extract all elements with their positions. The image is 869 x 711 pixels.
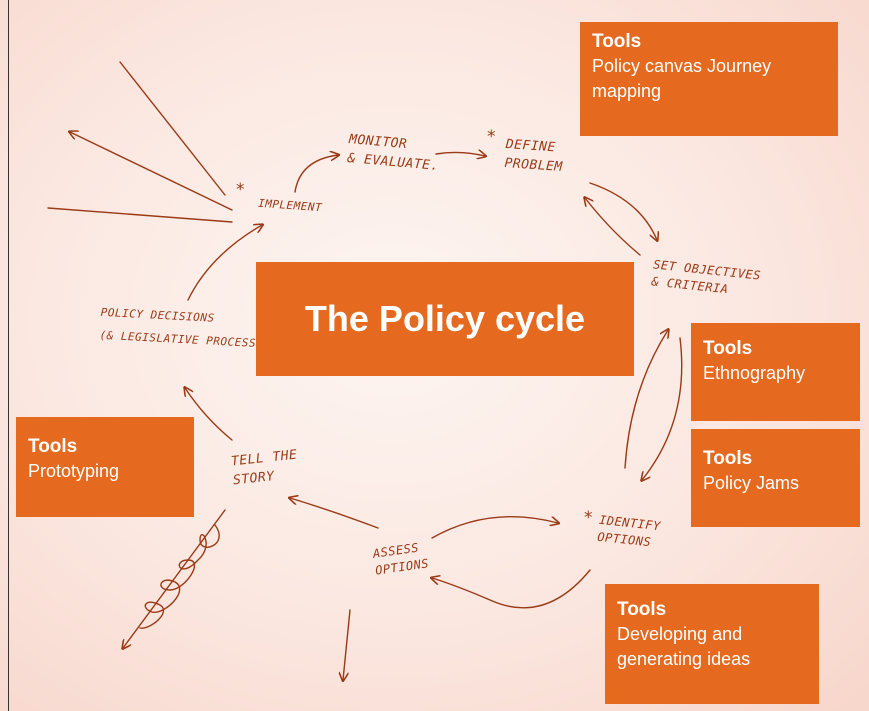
stage-identify-options: IDENTIFY OPTIONS xyxy=(596,512,662,553)
arrow-implement-left xyxy=(70,132,233,211)
arrow-implement-to-monitor xyxy=(294,155,338,193)
arrow-objectives-to-identify xyxy=(642,337,683,480)
arrow-spiral xyxy=(123,509,226,648)
tools-box-developing-ideas: Tools Developing and generating ideas xyxy=(605,584,819,704)
tools-box-ethnography: Tools Ethnography xyxy=(691,323,860,421)
tools-box-policy-jams: Tools Policy Jams xyxy=(691,429,860,527)
tools-item: Prototyping xyxy=(28,460,120,481)
tools-item: Developing and xyxy=(617,623,743,644)
line-implement-lower xyxy=(47,207,233,223)
tools-heading: Tools xyxy=(28,436,78,457)
stage-define-problem: DEFINE PROBLEM xyxy=(504,136,565,178)
arrow-identify-to-objectives xyxy=(624,330,668,469)
tools-heading: Tools xyxy=(592,31,642,52)
star-identify: * xyxy=(584,508,593,528)
tools-item: Ethnography xyxy=(703,362,806,383)
stage-define-line2: PROBLEM xyxy=(503,155,564,175)
stage-policy-decisions: POLICY DECISIONS (& LEGISLATIVE PROCESS) xyxy=(99,301,265,356)
stage-tell-the-story: TELL THE STORY xyxy=(230,447,300,491)
tools-item: Policy canvas Journey xyxy=(592,55,772,76)
arrow-monitor-to-define xyxy=(435,152,485,156)
tools-box-journey-mapping: Tools Policy canvas Journey mapping xyxy=(580,22,838,136)
star-define: * xyxy=(487,127,496,147)
arrow-define-to-objectives xyxy=(589,182,657,240)
arrow-objectives-to-define xyxy=(585,198,641,256)
stage-assess-options: ASSESS OPTIONS xyxy=(372,538,430,580)
tools-heading: Tools xyxy=(703,448,753,469)
arrow-assess-down xyxy=(343,609,351,680)
tools-item: Policy Jams xyxy=(703,472,800,493)
arrow-decisions-to-implement xyxy=(187,225,262,301)
arrow-identify-to-assess xyxy=(432,569,591,609)
arrow-assess-to-identify xyxy=(431,515,558,539)
tools-heading: Tools xyxy=(617,599,667,620)
arrow-assess-to-story xyxy=(290,498,379,529)
left-border-line xyxy=(8,0,9,711)
diagram-title: The Policy cycle xyxy=(256,262,634,376)
star-implement: * xyxy=(236,180,245,200)
spiral-loops xyxy=(139,524,220,629)
tools-box-prototyping: Tools Prototyping xyxy=(16,417,194,517)
tools-item: mapping xyxy=(592,80,662,101)
arrow-story-to-decisions xyxy=(185,388,233,441)
tools-heading: Tools xyxy=(703,338,753,359)
tools-item: generating ideas xyxy=(617,648,751,669)
line-implement-upper xyxy=(119,61,226,196)
stage-monitor-evaluate: MONITOR & EVALUATE. xyxy=(347,131,442,177)
